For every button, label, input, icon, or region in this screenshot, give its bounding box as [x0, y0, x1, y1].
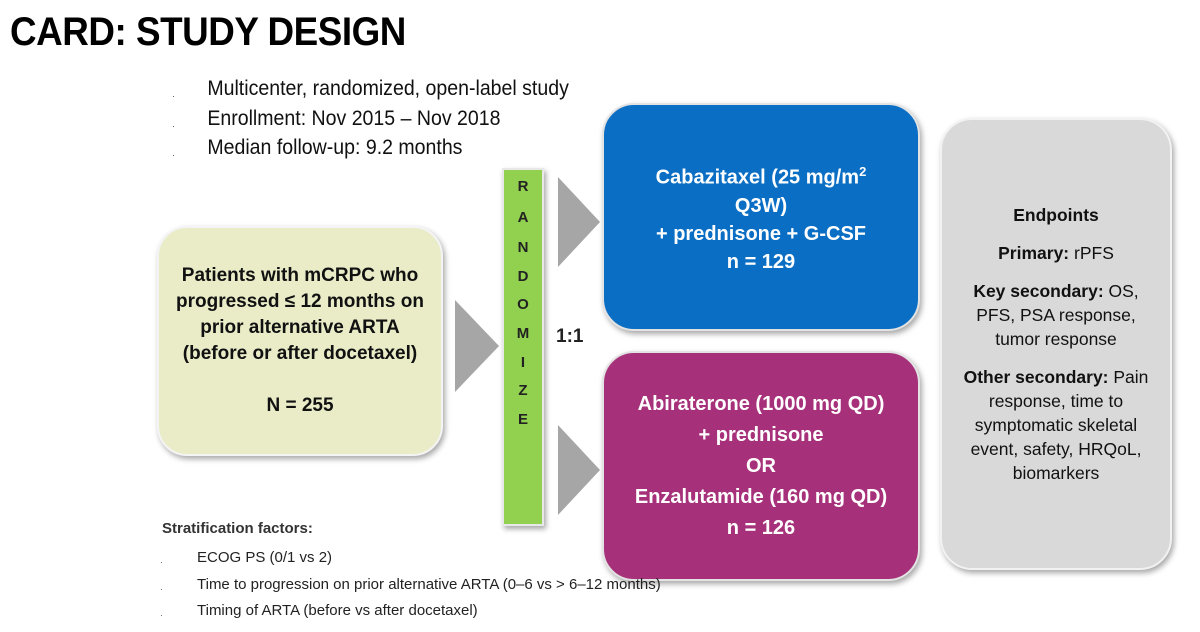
cabazitaxel-line: + prednisone + G-CSF: [655, 222, 867, 245]
design-point: · Enrollment: Nov 2015 – Nov 2018: [172, 104, 569, 134]
bullet-icon: ·: [172, 91, 175, 101]
randomize-letter: D: [517, 268, 529, 285]
randomize-letter: N: [517, 239, 529, 256]
bullet-icon: ·: [160, 611, 163, 620]
design-point: · Median follow-up: 9.2 months: [172, 133, 569, 163]
arrow-right-icon: [558, 177, 600, 267]
cabazitaxel-line: Q3W): [734, 194, 788, 217]
randomize-letter: O: [517, 296, 529, 313]
stratification-list: ·ECOG PS (0/1 vs 2) ·Time to progression…: [160, 545, 661, 625]
comparator-line: Abiraterone (1000 mg QD): [637, 392, 885, 415]
bullet-icon: ·: [160, 584, 163, 594]
superscript: 2: [859, 164, 867, 180]
comparator-count: n = 126: [726, 516, 796, 539]
bullet-icon: ·: [172, 120, 175, 131]
design-point-text: Multicenter, randomized, open-label stud…: [207, 77, 569, 100]
stratification-item: ·Timing of ARTA (before vs after docetax…: [160, 598, 661, 625]
arrow-right-icon: [558, 425, 600, 515]
stratification-title: Stratification factors:: [162, 520, 313, 537]
slide-title: CARD: STUDY DESIGN: [10, 10, 406, 54]
randomize-letter: M: [516, 325, 530, 342]
randomize-letter: I: [520, 354, 526, 371]
cabazitaxel-arm-box: Cabazitaxel (25 mg/m2 Q3W) + prednisone …: [602, 103, 920, 331]
bullet-icon: ·: [172, 150, 175, 160]
key-secondary-endpoints: Key secondary: OS, PFS, PSA response, tu…: [973, 281, 1139, 349]
randomize-bar: R A N D O M I Z E: [502, 168, 544, 526]
endpoints-heading: Endpoints: [1013, 205, 1099, 225]
design-point-text: Median follow-up: 9.2 months: [207, 136, 463, 159]
design-point-text: Enrollment: Nov 2015 – Nov 2018: [207, 106, 501, 130]
comparator-or: OR: [746, 454, 776, 477]
patients-line: (before or after docetaxel): [182, 343, 418, 364]
randomization-ratio: 1:1: [556, 326, 584, 347]
randomize-letter: A: [517, 209, 529, 226]
other-secondary-endpoints: Other secondary: Pain response, time to …: [963, 367, 1149, 483]
endpoints-box: Endpoints Primary: rPFS Key secondary: O…: [940, 118, 1172, 570]
comparator-line: Enzalutamide (160 mg QD): [634, 485, 888, 508]
cabazitaxel-count: n = 129: [726, 250, 796, 273]
randomize-letter: R: [517, 178, 529, 195]
randomize-letter: E: [517, 411, 528, 428]
cabazitaxel-line: Cabazitaxel (25 mg/m2: [655, 164, 867, 189]
study-design-list: · Multicenter, randomized, open-label stu…: [172, 74, 599, 163]
stratification-item: ·Time to progression on prior alternativ…: [160, 572, 661, 599]
comparator-line: + prednisone: [698, 423, 824, 446]
bullet-icon: ·: [160, 558, 163, 567]
patients-line: prior alternative ARTA: [200, 317, 400, 338]
design-point: · Multicenter, randomized, open-label stu…: [172, 74, 569, 104]
stratification-item: ·ECOG PS (0/1 vs 2): [160, 545, 661, 572]
primary-endpoint: Primary: rPFS: [998, 243, 1114, 263]
patients-box: Patients with mCRPC who progressed ≤ 12 …: [157, 226, 443, 456]
arrow-right-icon: [455, 300, 499, 392]
patients-line: Patients with mCRPC who: [181, 265, 419, 286]
patients-count: N = 255: [266, 395, 334, 416]
randomize-letter: Z: [518, 382, 528, 399]
patients-line: progressed ≤ 12 months on: [176, 291, 424, 312]
comparator-arm-box: Abiraterone (1000 mg QD) + prednisone OR…: [602, 351, 920, 581]
